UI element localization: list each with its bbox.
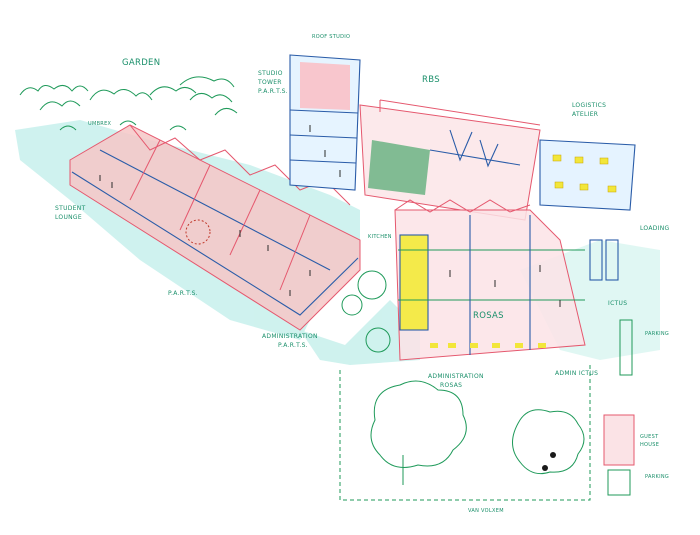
label-admin-ictus: ADMIN ICTUS <box>555 370 598 377</box>
label-guest-house-2: HOUSE <box>640 442 659 448</box>
label-parking-1: PARKING <box>645 331 669 337</box>
rosas-building <box>394 199 586 361</box>
label-student-lounge-1: STUDENT <box>55 205 86 212</box>
logistics-atelier <box>539 139 636 211</box>
label-rbs: RBS <box>422 75 440 85</box>
label-ictus: ICTUS <box>608 300 627 307</box>
label-kitchen: KITCHEN <box>368 234 392 240</box>
label-admin-parts-1: ADMINISTRATION <box>262 333 318 340</box>
rbs-building <box>359 99 541 221</box>
parking-strip <box>589 239 635 496</box>
label-umbrex: UMBREX <box>88 121 112 127</box>
label-admin-rosas-2: ROSAS <box>440 382 462 389</box>
label-admin-parts-2: P.A.R.T.S. <box>278 342 308 349</box>
label-garden: GARDEN <box>122 58 160 68</box>
labels: GARDEN ROOF STUDIO STUDIO TOWER P.A.R.T.… <box>55 34 670 514</box>
label-student-lounge-2: LOUNGE <box>55 214 82 221</box>
label-roof-studio: ROOF STUDIO <box>312 34 350 40</box>
label-logistics-1: LOGISTICS <box>572 102 606 109</box>
label-van-volxem: VAN VOLXEM <box>468 508 504 514</box>
label-parking-2: PARKING <box>645 474 669 480</box>
label-guest-house-1: GUEST <box>640 434 659 440</box>
label-admin-rosas-1: ADMINISTRATION <box>428 373 484 380</box>
label-parts: P.A.R.T.S. <box>168 290 198 297</box>
label-studio-tower-1: STUDIO <box>258 70 283 77</box>
studio-tower <box>289 54 361 191</box>
label-logistics-2: ATELIER <box>572 111 598 118</box>
label-studio-tower-2: TOWER <box>257 79 282 86</box>
label-loading: LOADING <box>640 225 670 232</box>
lower-garden <box>339 270 591 501</box>
garden-trees <box>19 76 238 131</box>
label-rosas: ROSAS <box>473 311 504 321</box>
parts-wing <box>69 124 361 331</box>
label-studio-tower-3: P.A.R.T.S. <box>258 88 288 95</box>
